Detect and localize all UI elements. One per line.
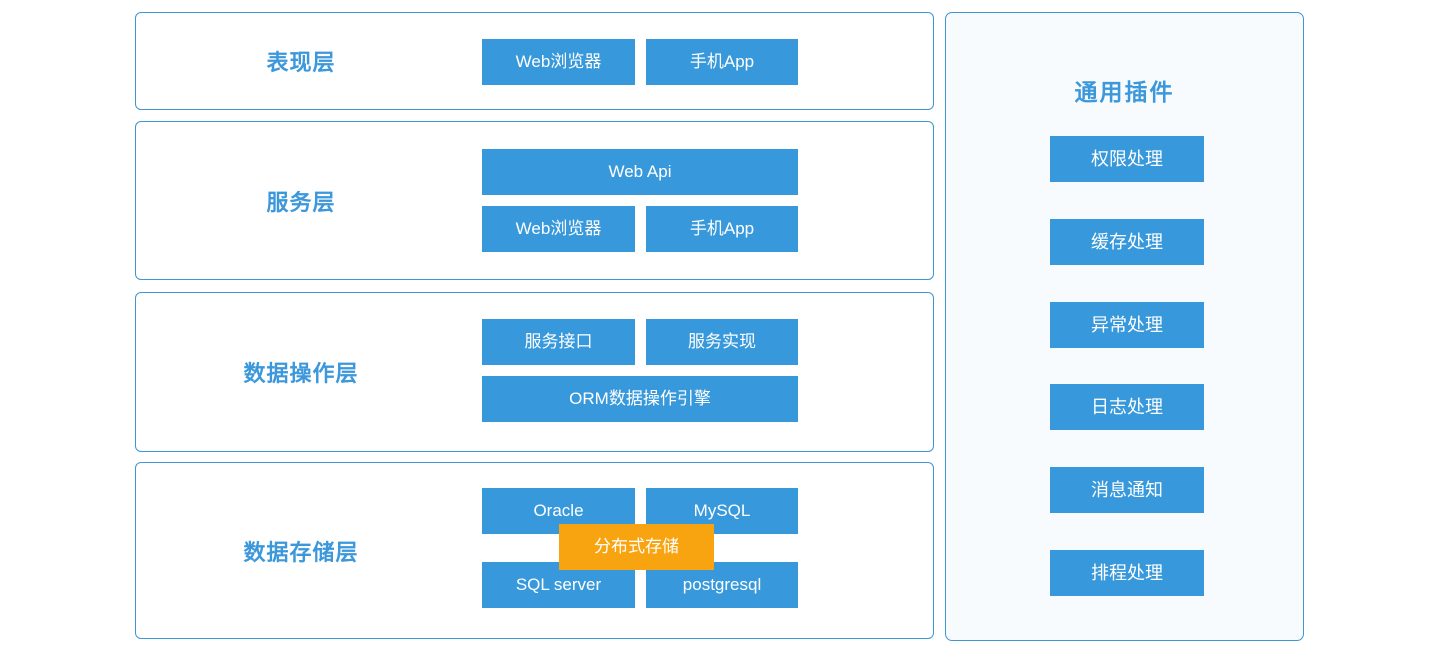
common-plugins-title: 通用插件 xyxy=(1074,79,1175,105)
node-mobile-app: 手机App xyxy=(646,206,798,252)
plugin-permission-handling: 权限处理 xyxy=(1050,136,1204,182)
plugin-message-notification: 消息通知 xyxy=(1050,467,1204,513)
layer-service: 服务层 Web Api Web浏览器 手机App xyxy=(135,121,934,280)
layer-service-label: 服务层 xyxy=(266,189,336,215)
node-oracle: Oracle xyxy=(482,488,635,534)
plugin-exception-handling: 异常处理 xyxy=(1050,302,1204,348)
node-postgresql: postgresql xyxy=(646,562,798,608)
plugin-cache-handling: 缓存处理 xyxy=(1050,219,1204,265)
node-service-implementation: 服务实现 xyxy=(646,319,798,365)
node-mobile-app: 手机App xyxy=(646,39,798,85)
layer-data-operation-label: 数据操作层 xyxy=(243,361,359,386)
layer-data-operation: 数据操作层 服务接口 服务实现 ORM数据操作引擎 xyxy=(135,292,934,452)
node-orm-engine: ORM数据操作引擎 xyxy=(482,376,798,422)
node-service-interface: 服务接口 xyxy=(482,319,635,365)
node-web-browser: Web浏览器 xyxy=(482,206,635,252)
node-distributed-storage: 分布式存储 xyxy=(559,524,714,570)
layer-data-storage-label: 数据存储层 xyxy=(243,539,359,565)
layer-data-storage: 数据存储层 Oracle MySQL SQL server postgresql… xyxy=(135,462,934,639)
plugin-log-handling: 日志处理 xyxy=(1050,384,1204,430)
layer-presentation: 表现层 Web浏览器 手机App xyxy=(135,12,934,110)
node-sql-server: SQL server xyxy=(482,562,635,608)
common-plugins-panel: 通用插件 权限处理 缓存处理 异常处理 日志处理 消息通知 排程处理 xyxy=(945,12,1304,641)
plugin-schedule-handling: 排程处理 xyxy=(1050,550,1204,596)
node-web-browser: Web浏览器 xyxy=(482,39,635,85)
node-web-api: Web Api xyxy=(482,149,798,195)
layer-presentation-label: 表现层 xyxy=(266,50,336,75)
